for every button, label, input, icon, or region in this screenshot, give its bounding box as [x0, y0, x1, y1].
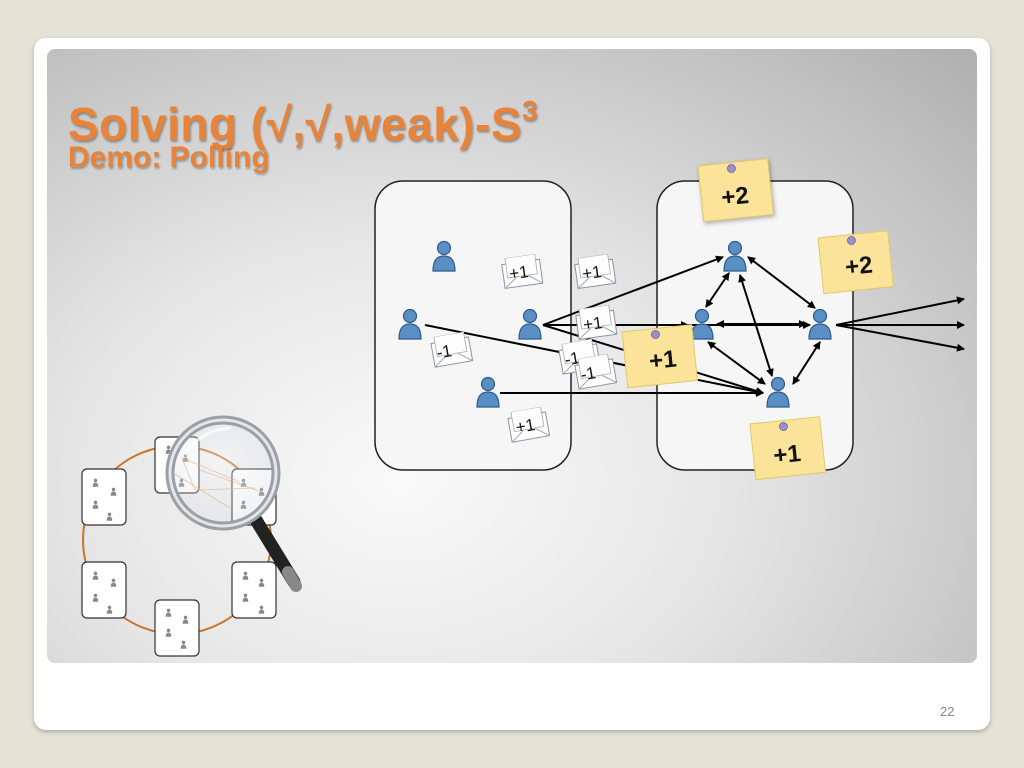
pin-icon: [651, 330, 660, 339]
envelope-icon: +1: [500, 252, 544, 289]
arrow: [835, 324, 965, 352]
page-number: 22: [940, 704, 955, 719]
slide-title: Solving (√,√,weak)-S3: [68, 84, 538, 151]
envelope-icon: -1: [573, 352, 618, 390]
note-label: +2: [720, 182, 750, 212]
cluster-card: [231, 561, 277, 619]
envelope-label: +1: [581, 262, 603, 284]
pin-icon: [847, 236, 856, 245]
message-envelopes: +1 +1 -1 +1 -1 -1 +1: [429, 252, 618, 443]
note-label: +1: [772, 440, 802, 470]
sticky-note-icon: +1: [621, 324, 699, 389]
envelope-label: +1: [514, 415, 536, 437]
slide-subtitle: Demo: Polling: [68, 141, 270, 174]
magnifying-glass-icon: [165, 415, 302, 592]
arrow: [707, 341, 766, 385]
envelope-label: +1: [508, 262, 530, 284]
title-text: Solving (√,√,weak)-S: [68, 98, 523, 150]
envelope-label: -1: [563, 348, 581, 369]
arrow: [835, 296, 965, 326]
cluster-card: [81, 468, 127, 526]
envelope-icon: +1: [574, 303, 618, 340]
sticky-notes: +2 +2 +1 +1: [621, 158, 895, 481]
arrow: [747, 256, 816, 309]
arrow: [542, 255, 724, 326]
pin-icon: [779, 422, 788, 431]
envelope-icon: +1: [506, 405, 551, 443]
envelope-label: +1: [582, 313, 604, 335]
sticky-note-icon: +2: [817, 230, 895, 295]
envelope-icon: -1: [429, 330, 474, 368]
arrow: [705, 272, 730, 308]
envelope-label: -1: [579, 363, 597, 384]
sticky-note-icon: +2: [697, 158, 775, 223]
cluster-card: [81, 561, 127, 619]
envelope-icon: +1: [573, 252, 617, 289]
note-label: +1: [648, 346, 678, 376]
envelope-icon: -1: [557, 337, 602, 375]
note-label: +2: [844, 252, 874, 282]
sticky-note-icon: +1: [749, 416, 827, 481]
pin-icon: [727, 164, 736, 173]
cluster-card: [154, 599, 200, 657]
arrow: [792, 341, 821, 385]
envelope-label: -1: [435, 341, 453, 362]
title-superscript: 3: [522, 95, 539, 126]
